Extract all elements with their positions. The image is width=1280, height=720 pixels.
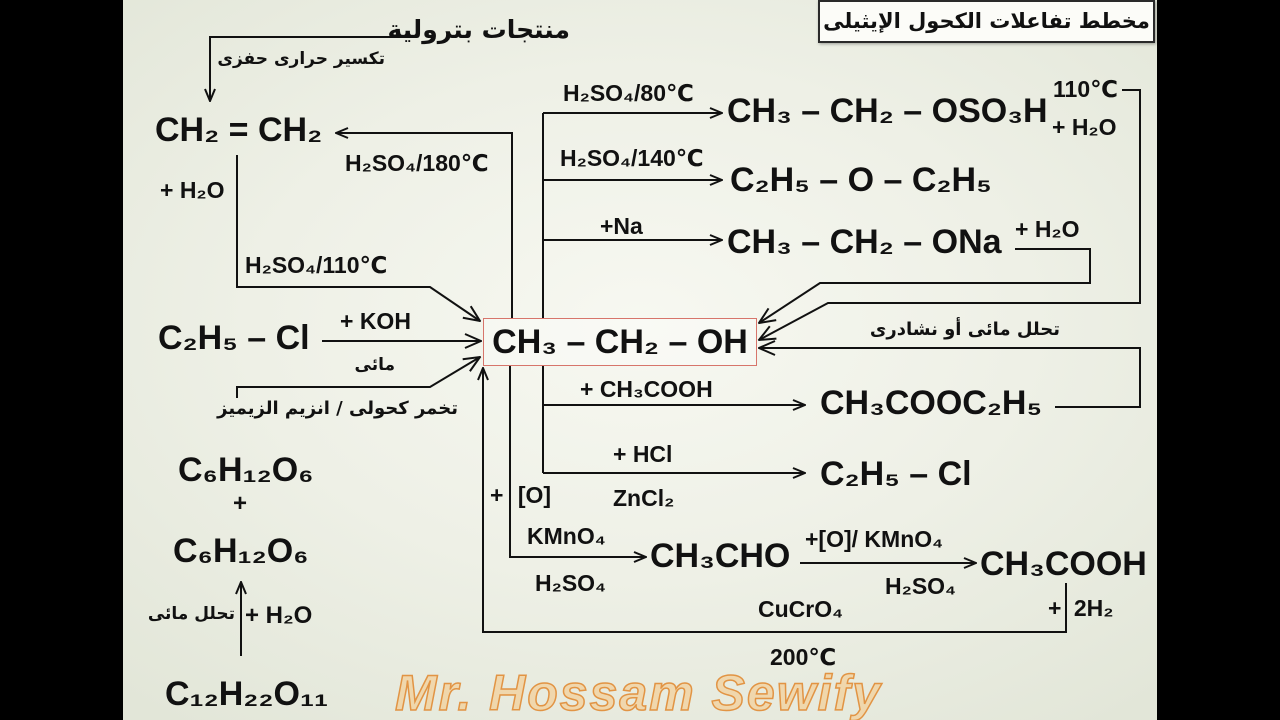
dehydration-arrow <box>336 133 513 318</box>
hydrolysis-reagent: + H₂O <box>245 602 313 629</box>
ethyl-acetate-formula: CH₃COOC₂H₅ <box>820 384 1043 422</box>
ester-hydrolysis-return-arrow <box>759 348 1141 408</box>
sulfate-reverse-temperature: 110℃ <box>1053 76 1118 102</box>
koh-reagent: + KOH <box>340 308 411 334</box>
ethanol-box: CH₃ – CH₂ – OH <box>483 318 757 366</box>
sulfate-hydrolysis-return-arrow <box>759 89 1141 340</box>
ethoxide-reverse-reagent: + H₂O <box>1015 216 1080 242</box>
diagram-title: مخطط تفاعلات الكحول الإيثيلى <box>823 9 1150 33</box>
chloride-reagent: + HCl <box>613 441 673 467</box>
chloride-catalyst: ZnCl₂ <box>613 485 675 511</box>
sulfation-condition: H₂SO₄/80℃ <box>563 80 694 106</box>
second-oxidation-reagent: +[O]/ KMnO₄ <box>805 526 944 552</box>
disaccharide-formula: C₁₂H₂₂O₁₁ <box>165 675 329 713</box>
oxidation-arrow <box>509 366 646 557</box>
fermentation-label: تخمر كحولى / انزيم الزيميز <box>217 398 458 419</box>
sulfate-reverse-reagent: + H₂O <box>1052 114 1117 140</box>
koh-condition: مائى <box>354 355 396 375</box>
hexose-formula-2: C₆H₁₂O₆ <box>173 532 309 570</box>
oxidation-reagent: + [O] <box>490 482 552 508</box>
hydrolysis-label: تحلل مائى <box>147 604 235 624</box>
ethyl-chloride-formula-right: C₂H₅ – Cl <box>820 455 972 493</box>
reduction-catalyst: CuCrO₄ <box>758 596 844 622</box>
ethanol-formula: CH₃ – CH₂ – OH <box>492 323 748 361</box>
hydration-reagent: + H₂O <box>160 177 225 203</box>
petroleum-products-label: منتجات بترولية <box>387 15 570 44</box>
hexose-formula-1: C₆H₁₂O₆ <box>178 451 314 489</box>
reduction-reagent: + 2H₂ <box>1048 595 1114 621</box>
diethyl-ether-formula: C₂H₅ – O – C₂H₅ <box>730 161 992 199</box>
sodium-reagent: +Na <box>600 213 643 239</box>
author-watermark: Mr. Hossam Sewify <box>394 665 882 720</box>
cracking-arrow <box>210 36 415 101</box>
acetaldehyde-formula: CH₃CHO <box>650 537 791 575</box>
ester-reverse-condition: تحلل مائى أو نشادرى <box>869 319 1060 340</box>
sodium-ethoxide-formula: CH₃ – CH₂ – ONa <box>727 223 1002 261</box>
oxidant-label: KMnO₄ <box>527 523 606 549</box>
ethoxide-hydrolysis-return-arrow <box>759 248 1091 323</box>
hydration-condition: H₂SO₄/110℃ <box>245 252 388 278</box>
reduction-temperature: 200℃ <box>770 644 837 670</box>
hydration-arrow <box>236 155 480 321</box>
diagram-panel <box>123 0 1157 720</box>
arrow-group <box>210 36 1141 656</box>
fermentation-arrow <box>236 357 480 398</box>
second-oxidation-acid: H₂SO₄ <box>885 573 957 599</box>
plus-sign: + <box>233 490 248 517</box>
acetic-acid-formula: CH₃COOH <box>980 545 1147 583</box>
ethene-formula: CH₂ = CH₂ <box>155 111 323 149</box>
catalytic-cracking-label: تكسير حرارى حفزى <box>217 49 385 69</box>
dehydration-condition: H₂SO₄/180℃ <box>345 150 489 176</box>
reduction-return-arrow <box>483 368 1067 633</box>
oxidation-acid-label: H₂SO₄ <box>535 570 607 596</box>
ester-reagent: + CH₃COOH <box>580 376 713 402</box>
title-box: مخطط تفاعلات الكحول الإيثيلى <box>818 0 1155 43</box>
ethyl-hydrogen-sulfate-formula: CH₃ – CH₂ – OSO₃H <box>727 92 1048 130</box>
ethyl-chloride-formula-left: C₂H₅ – Cl <box>158 319 310 357</box>
ether-condition: H₂SO₄/140℃ <box>560 145 704 171</box>
